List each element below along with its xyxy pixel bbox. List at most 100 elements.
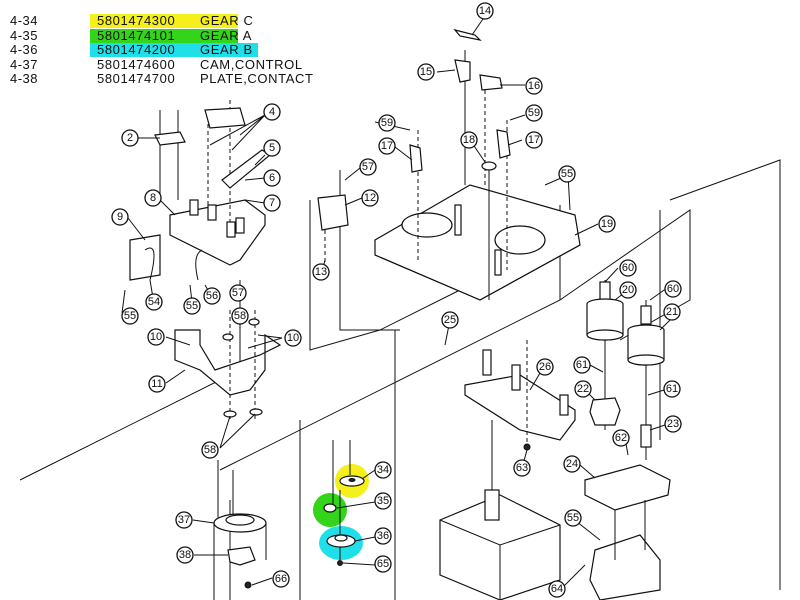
callout-21: 21	[663, 303, 681, 321]
callout-17-right: 17	[525, 131, 543, 149]
main-chassis	[317, 28, 581, 301]
part-number: 5801474101	[97, 27, 176, 43]
ref-number: 4-37	[10, 56, 39, 72]
callout-6: 6	[263, 169, 281, 187]
part-number: 5801474300	[97, 13, 176, 28]
plate-contact	[227, 546, 256, 566]
callout-34: 34	[374, 461, 392, 479]
callout-13: 13	[312, 263, 330, 281]
callout-57-left: 57	[229, 284, 247, 302]
svg-text:8: 8	[150, 192, 156, 204]
svg-text:66: 66	[275, 573, 287, 585]
ref-number: 4-38	[10, 71, 39, 86]
cam-control-assembly	[213, 460, 267, 600]
callout-19: 19	[598, 215, 616, 233]
left-bracket-assembly	[129, 100, 282, 420]
svg-text:62: 62	[615, 432, 627, 444]
svg-text:38: 38	[179, 549, 191, 561]
callout-66: 66	[272, 570, 290, 588]
callout-15: 15	[417, 63, 435, 81]
callout-55-top-right: 55	[558, 165, 576, 183]
svg-text:57: 57	[362, 161, 374, 173]
callouts: 2 4 5 6 7 8 9 54 55 55 56 57 58 10 10 11…	[111, 2, 682, 598]
callout-18: 18	[460, 131, 478, 149]
callout-7: 7	[263, 194, 281, 212]
callout-61-right: 61	[663, 380, 681, 398]
svg-text:25: 25	[444, 314, 456, 326]
callout-60-left: 60	[619, 259, 637, 277]
capstan-motor	[439, 420, 561, 600]
callout-55-bottom: 55	[564, 509, 582, 527]
svg-text:61: 61	[576, 359, 588, 371]
callout-55-mid: 55	[183, 297, 201, 315]
svg-text:63: 63	[516, 462, 528, 474]
svg-text:55: 55	[186, 300, 198, 312]
svg-text:58: 58	[234, 310, 246, 322]
svg-text:5: 5	[269, 142, 275, 154]
callout-63: 63	[513, 459, 531, 477]
svg-text:58: 58	[204, 444, 216, 456]
svg-text:26: 26	[539, 361, 551, 373]
svg-text:13: 13	[315, 266, 327, 278]
callout-35: 35	[374, 492, 392, 510]
svg-text:64: 64	[551, 583, 563, 595]
gear-a	[323, 503, 337, 513]
svg-text:60: 60	[667, 283, 679, 295]
callout-58-top: 58	[231, 307, 249, 325]
ref-number: 4-36	[10, 42, 39, 57]
ref-number: 4-35	[10, 27, 39, 43]
callout-37: 37	[175, 511, 193, 529]
svg-text:22: 22	[577, 383, 589, 395]
callout-12: 12	[361, 189, 379, 207]
highlight-green	[90, 28, 238, 43]
callout-59-right: 59	[525, 104, 543, 122]
callout-60-right: 60	[664, 280, 682, 298]
callout-14: 14	[476, 2, 494, 20]
callout-20: 20	[619, 281, 637, 299]
svg-text:11: 11	[151, 378, 162, 390]
svg-text:59: 59	[528, 107, 540, 119]
part-description: CAM,CONTROL	[200, 56, 303, 72]
part-description: GEAR A	[200, 27, 253, 43]
svg-text:7: 7	[269, 197, 275, 209]
svg-text:61: 61	[666, 383, 678, 395]
svg-text:6: 6	[269, 172, 275, 184]
svg-text:9: 9	[117, 211, 123, 223]
svg-text:54: 54	[148, 296, 160, 308]
callout-8: 8	[144, 189, 162, 207]
callout-17-left: 17	[378, 137, 396, 155]
part-number: 5801474200	[97, 42, 176, 57]
svg-text:24: 24	[566, 458, 578, 470]
part-description: PLATE,CONTACT	[200, 71, 314, 86]
svg-text:14: 14	[479, 5, 491, 17]
callout-22: 22	[574, 380, 592, 398]
svg-text:2: 2	[127, 132, 133, 144]
callout-10-right: 10	[284, 329, 302, 347]
callout-55-left: 55	[121, 307, 139, 325]
callout-56: 56	[203, 287, 221, 305]
svg-text:56: 56	[206, 290, 218, 302]
highlight-cyan	[90, 43, 258, 57]
svg-text:20: 20	[622, 284, 634, 296]
callout-4: 4	[263, 103, 281, 121]
gear-stack	[323, 440, 365, 566]
svg-text:12: 12	[364, 192, 376, 204]
svg-text:34: 34	[377, 464, 389, 476]
callout-24: 24	[563, 455, 581, 473]
svg-text:35: 35	[377, 495, 389, 507]
svg-text:21: 21	[666, 306, 678, 318]
callout-23: 23	[664, 415, 682, 433]
svg-text:10: 10	[287, 332, 299, 344]
svg-text:19: 19	[601, 218, 613, 230]
callout-59-left: 59	[378, 114, 396, 132]
svg-text:65: 65	[377, 558, 389, 570]
callout-25: 25	[441, 311, 459, 329]
svg-text:18: 18	[463, 134, 475, 146]
part-number: 5801474600	[97, 56, 176, 72]
part-number: 5801474700	[97, 71, 176, 86]
callout-36: 36	[374, 527, 392, 545]
part-description: GEAR B	[200, 42, 253, 57]
callout-54: 54	[145, 293, 163, 311]
callout-11: 11	[148, 375, 166, 393]
